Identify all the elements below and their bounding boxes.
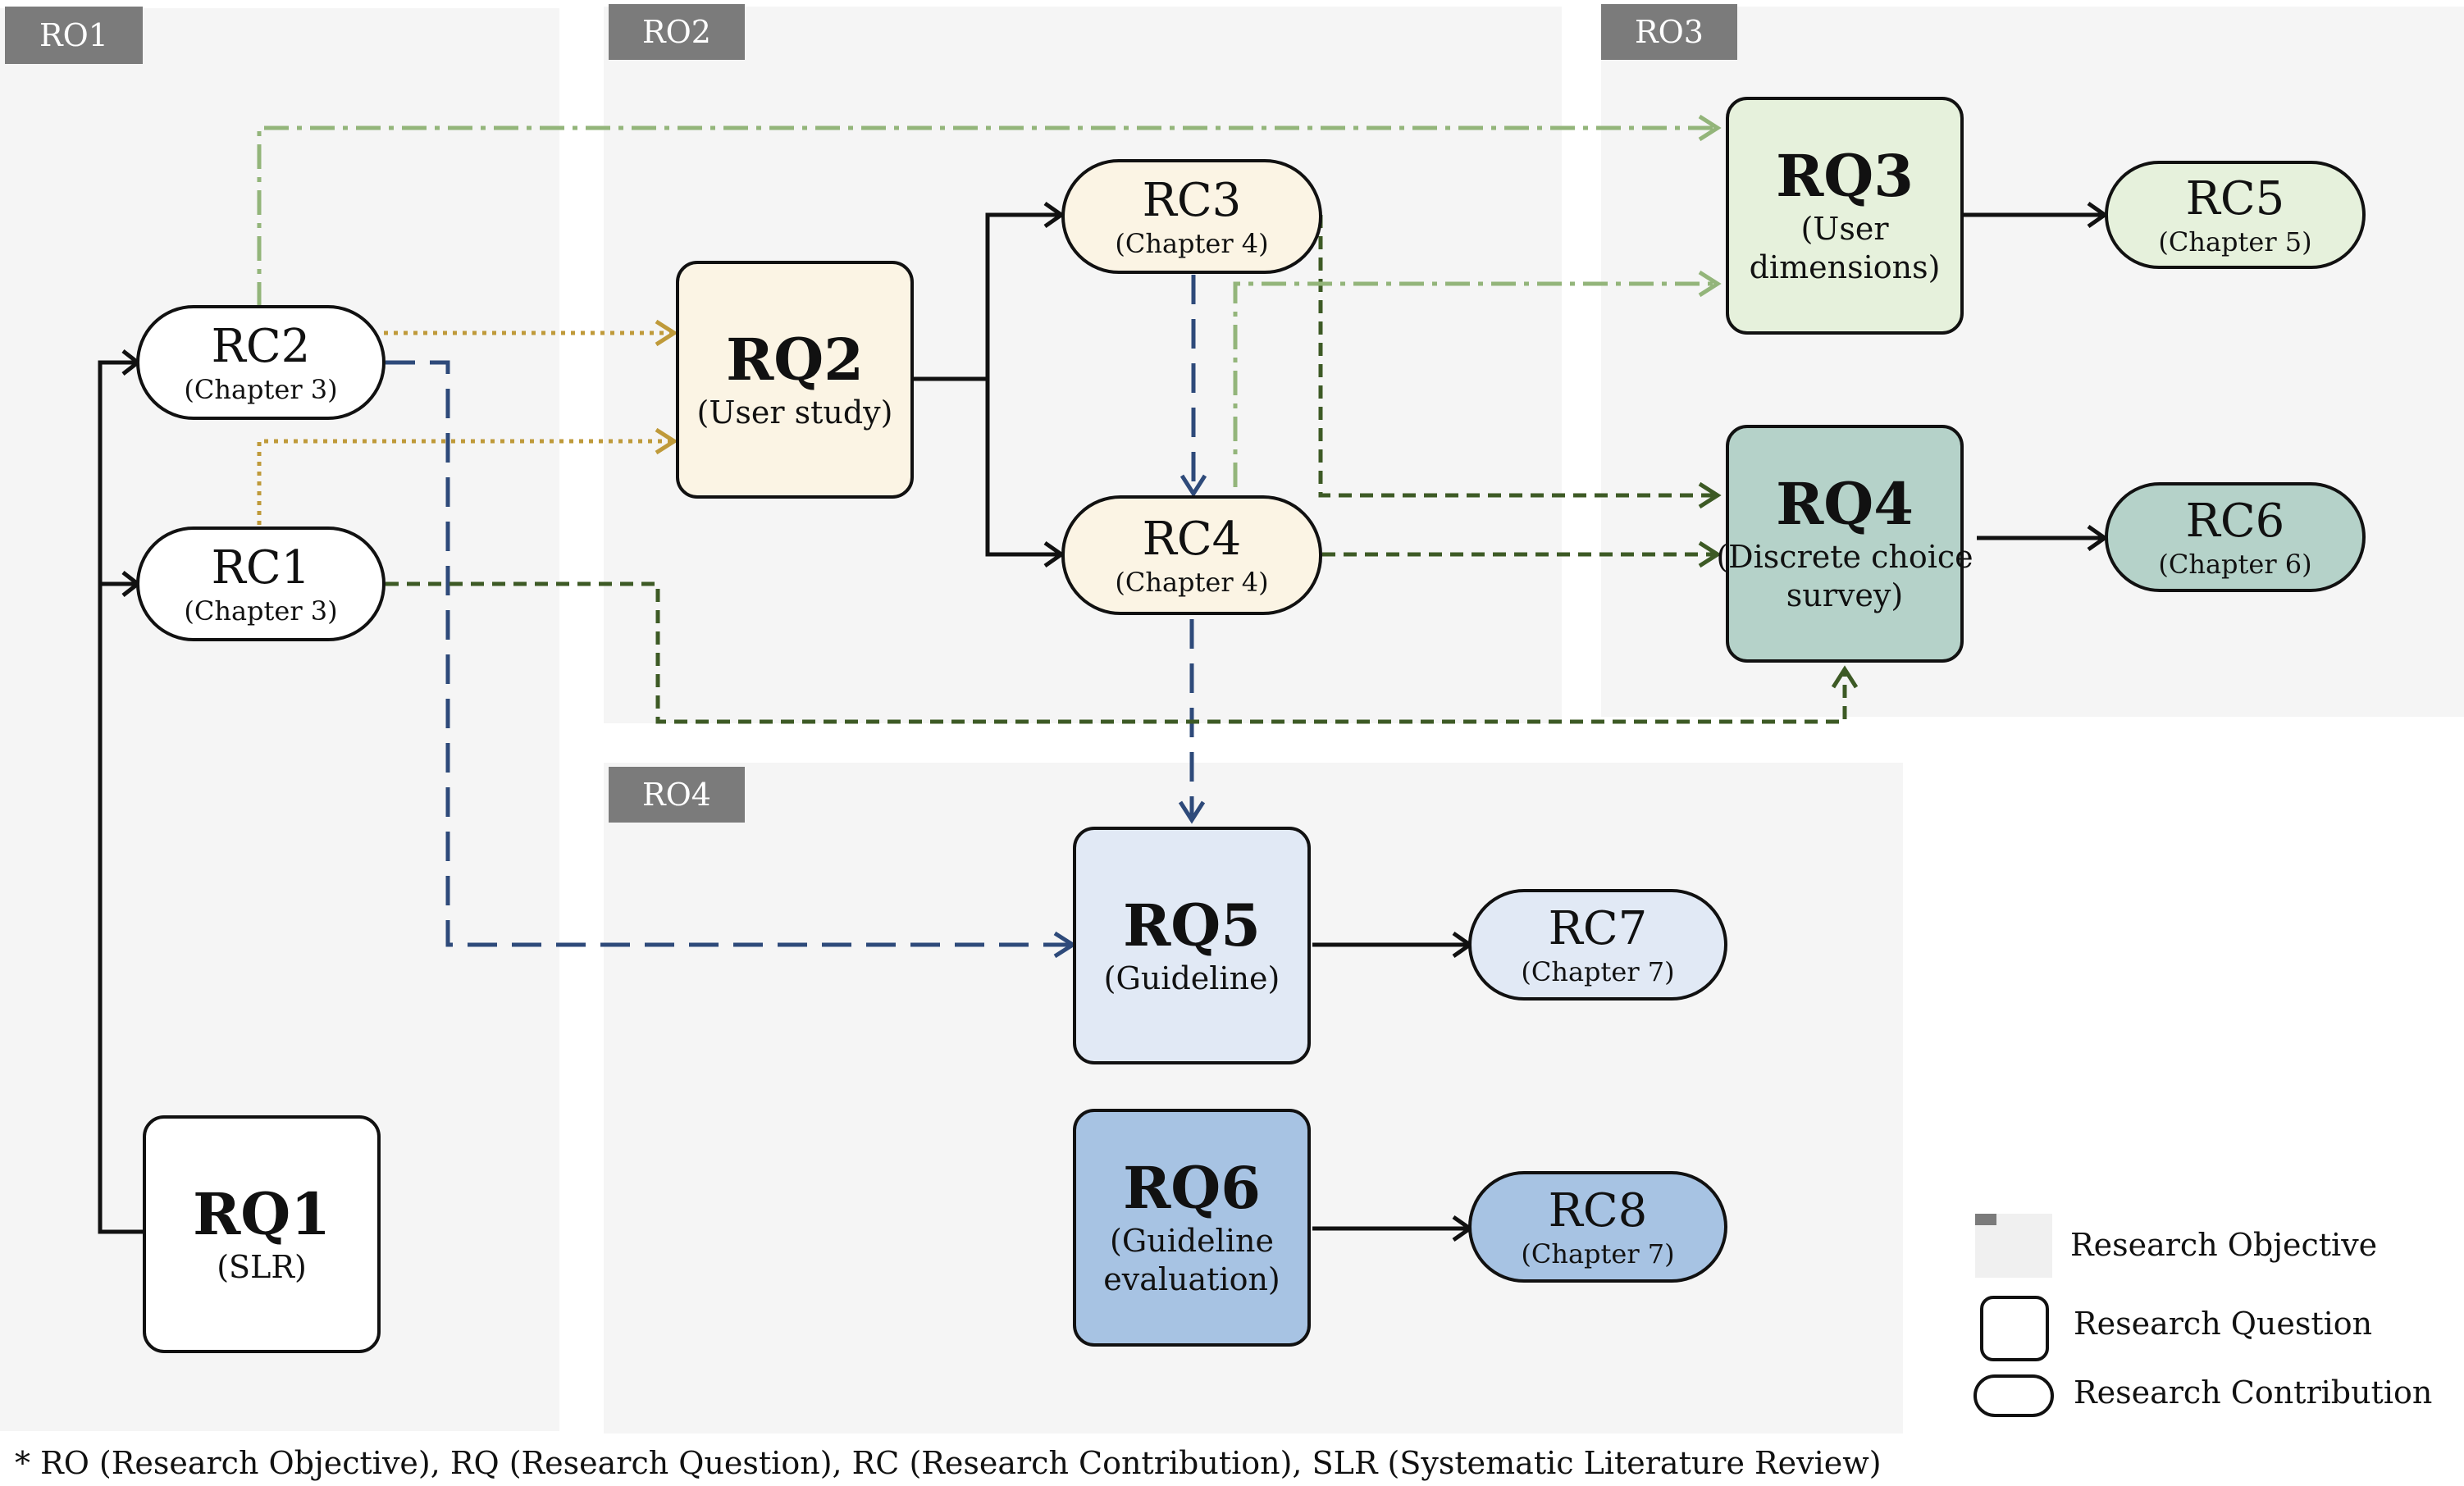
rc7-title: RC7	[1548, 902, 1648, 956]
rc5-subtitle: (Chapter 5)	[2158, 226, 2312, 258]
ro3-tag: RO3	[1601, 4, 1737, 60]
legend-question-swatch	[1980, 1296, 2049, 1361]
rq2-to-rc-connector	[912, 201, 1065, 568]
rq3-subtitle-line1: (User	[1800, 210, 1889, 247]
blue-dashed-connector	[386, 275, 1196, 947]
darkgreen-arrowheads	[1698, 481, 1859, 689]
legend-contribution-label: Research Contribution	[2074, 1374, 2433, 1411]
darkgreen-dashed-connector	[386, 215, 1847, 724]
gold-arrowheads	[655, 319, 678, 455]
rq5-title: RQ5	[1123, 891, 1261, 960]
rc3-subtitle: (Chapter 4)	[1115, 228, 1269, 260]
rc2-subtitle: (Chapter 3)	[184, 374, 338, 406]
ro4-tag: RO4	[609, 767, 745, 823]
rc4-title: RC4	[1142, 513, 1242, 567]
legend-objective-label: Research Objective	[2070, 1227, 2378, 1263]
rc6-subtitle: (Chapter 6)	[2158, 549, 2312, 581]
rc2-title: RC2	[211, 320, 311, 374]
rc1-title: RC1	[211, 541, 311, 595]
rc7-subtitle: (Chapter 7)	[1521, 956, 1675, 988]
rq3-subtitle-line2: dimensions)	[1749, 249, 1941, 286]
rc4-pill[interactable]: RC4 (Chapter 4)	[1061, 495, 1322, 615]
rq1-trunk-connector	[98, 349, 143, 1234]
rq6-subtitle-line1: (Guideline	[1110, 1222, 1274, 1259]
rc8-pill[interactable]: RC8 (Chapter 7)	[1468, 1171, 1727, 1283]
lightgreen-dashdot-connector	[257, 125, 1718, 487]
rc6-pill[interactable]: RC6 (Chapter 6)	[2105, 482, 2366, 592]
rq2-box[interactable]: RQ2 (User study)	[676, 261, 914, 499]
rq4-subtitle-line1: (Discrete choice	[1716, 538, 1973, 575]
rc2-pill[interactable]: RC2 (Chapter 3)	[136, 305, 386, 420]
rc1-subtitle: (Chapter 3)	[184, 595, 338, 627]
rc4-subtitle: (Chapter 4)	[1115, 567, 1269, 599]
rq2-title: RQ2	[726, 326, 864, 394]
ro1-tag: RO1	[5, 7, 143, 64]
rq3-title: RQ3	[1776, 142, 1914, 211]
rq4-box[interactable]: RQ4 (Discrete choice survey)	[1716, 425, 1973, 663]
rq1-subtitle: (SLR)	[217, 1248, 307, 1285]
rc8-subtitle: (Chapter 7)	[1521, 1238, 1675, 1270]
legend-objective-tag-swatch	[1975, 1214, 1996, 1225]
rc5-title: RC5	[2185, 172, 2285, 226]
footnote: * RO (Research Objective), RQ (Research …	[15, 1445, 1882, 1481]
rc6-title: RC6	[2185, 495, 2285, 549]
rq5-box[interactable]: RQ5 (Guideline)	[1073, 827, 1311, 1064]
rc3-pill[interactable]: RC3 (Chapter 4)	[1061, 159, 1322, 274]
rq5-subtitle: (Guideline)	[1103, 960, 1280, 996]
rq6-title: RQ6	[1123, 1154, 1261, 1223]
legend-contribution-swatch	[1973, 1374, 2054, 1417]
lightgreen-arrowheads	[1698, 114, 1722, 298]
rq1-title: RQ1	[193, 1180, 331, 1248]
rq6-box[interactable]: RQ6 (Guideline evaluation)	[1073, 1109, 1311, 1347]
rq4-title: RQ4	[1776, 470, 1914, 539]
rc3-title: RC3	[1142, 174, 1242, 228]
rq1-box[interactable]: RQ1 (SLR)	[143, 1115, 381, 1353]
legend-question-label: Research Question	[2074, 1306, 2373, 1342]
rc1-pill[interactable]: RC1 (Chapter 3)	[136, 526, 386, 641]
rq4-subtitle-line2: survey)	[1786, 577, 1904, 614]
rq3-box[interactable]: RQ3 (User dimensions)	[1726, 97, 1964, 335]
rc8-title: RC8	[1548, 1184, 1648, 1238]
rc7-pill[interactable]: RC7 (Chapter 7)	[1468, 889, 1727, 1001]
ro2-tag: RO2	[609, 4, 745, 60]
rq6-subtitle-line2: evaluation)	[1103, 1261, 1280, 1298]
rc5-pill[interactable]: RC5 (Chapter 5)	[2105, 161, 2366, 269]
rq2-subtitle: (User study)	[696, 394, 893, 431]
